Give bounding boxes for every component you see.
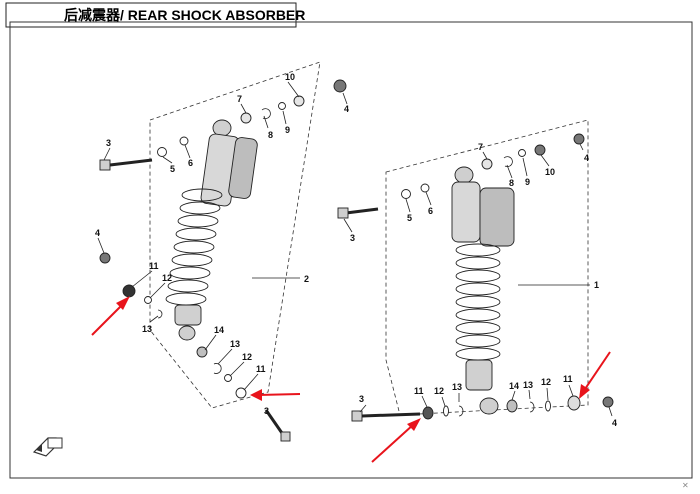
right-spring [455,243,501,361]
left-callouts: 10 4 7 8 9 3 5 6 4 11 12 13 14 13 12 11 … [95,72,349,416]
callout-label: 11 [414,386,424,396]
callout-label: 6 [188,158,193,168]
callout-label: 13 [523,380,533,390]
callout-label: 12 [162,273,172,283]
callout-label: 11 [149,261,159,271]
bolt-icon [351,410,363,422]
bolt-icon [280,431,291,442]
callout-label: 5 [170,164,175,174]
right-callouts: 7 4 8 9 10 5 6 3 1 11 12 13 14 13 12 11 … [350,142,617,428]
callout-label: 5 [407,213,412,223]
highlight-arrows [91,296,611,463]
left-leader-lines [97,81,348,433]
callout-label: 12 [541,377,551,387]
callout-label: 4 [612,418,617,428]
outer-frame [9,21,693,479]
left-spring [165,188,223,306]
right-hardware [337,133,614,422]
callout-label: 8 [268,130,273,140]
callout-label: 9 [285,125,290,135]
right-leader-lines [343,143,613,417]
callout-label: 11 [256,364,266,374]
callout-label: 14 [214,325,224,335]
callout-label: 13 [230,339,240,349]
callout-label: 14 [509,381,519,391]
callout-label: 12 [242,352,252,362]
callout-label: 7 [237,94,242,104]
red-arrow-icon [91,296,130,336]
callout-label: 6 [428,206,433,216]
callout-label: 4 [344,104,349,114]
callout-label: 4 [95,228,100,238]
callout-label: 9 [525,177,530,187]
callout-label: 3 [359,394,364,404]
callout-label: 13 [142,324,152,334]
assembly-label-left: 2 [304,274,309,284]
right-shock-absorber [451,166,515,415]
page-title: 后减震器/ REAR SHOCK ABSORBER [64,7,305,23]
red-arrow-icon [579,351,611,399]
close-icon[interactable]: ✕ [682,481,689,490]
left-shock-absorber [165,119,258,341]
callout-label: 3 [264,406,269,416]
callout-label: 3 [350,233,355,243]
red-arrow-icon [371,418,421,463]
callout-label: 7 [478,142,483,152]
assembly-label-right: 1 [594,280,599,290]
callout-label: 12 [434,386,444,396]
bolt-icon [99,159,111,171]
callout-label: 10 [285,72,295,82]
callout-label: 11 [563,374,573,384]
front-arrow-icon [32,437,63,457]
callout-label: 3 [106,138,111,148]
red-arrow-icon [250,389,301,401]
callout-label: 10 [545,167,555,177]
bolt-icon [337,207,349,219]
callout-label: 13 [452,382,462,392]
callout-label: 8 [509,178,514,188]
callout-label: 4 [584,153,589,163]
title-box [5,2,297,28]
left-assembly-boundary [149,61,321,409]
